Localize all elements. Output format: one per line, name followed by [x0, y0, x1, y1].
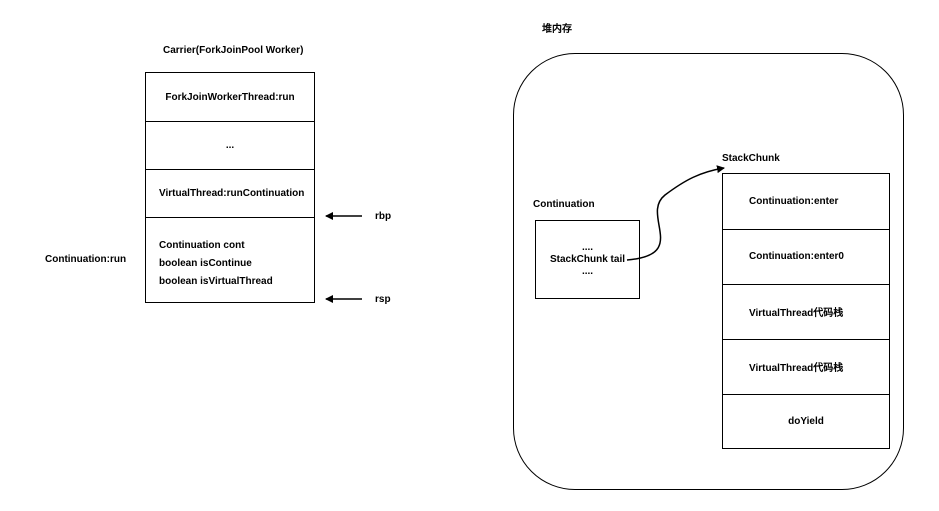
carrier-title: Carrier(ForkJoinPool Worker)	[163, 45, 304, 56]
stackchunk-frame-label: VirtualThread代码栈	[749, 308, 844, 319]
carrier-stack: ForkJoinWorkerThread:run ... VirtualThre…	[145, 72, 315, 303]
stackchunk-frame: VirtualThread代码栈	[723, 339, 889, 395]
stackchunk: Continuation:enter Continuation:enter0 V…	[722, 173, 890, 449]
stack-frame: ...	[146, 121, 314, 170]
continuation-object: .... StackChunk tail ....	[535, 220, 640, 299]
rbp-label: rbp	[375, 211, 392, 222]
stackchunk-label: StackChunk	[722, 153, 780, 164]
stack-frame-label: VirtualThread:runContinuation	[159, 187, 305, 199]
heap-title: 堆内存	[542, 24, 572, 35]
stackchunk-frame-label: Continuation:enter	[749, 196, 839, 207]
stackchunk-frame-label: Continuation:enter0	[749, 251, 844, 262]
stackchunk-frame: VirtualThread代码栈	[723, 284, 889, 340]
continuation-field-ellipsis-top: ....	[581, 241, 594, 253]
frame-local-isvirtualthread: boolean isVirtualThread	[159, 276, 273, 287]
stackchunk-frame-label: doYield	[788, 416, 824, 427]
stack-frame: VirtualThread:runContinuation	[146, 169, 314, 218]
continuation-field-tail: StackChunk tail	[549, 253, 626, 265]
frame-local-iscontinue: boolean isContinue	[159, 258, 252, 269]
stack-frame-label: ForkJoinWorkerThread:run	[165, 91, 295, 103]
frame-local-cont: Continuation cont	[159, 240, 245, 251]
continuation-run-label: Continuation:run	[45, 254, 127, 265]
continuation-object-label: Continuation	[533, 199, 595, 210]
stackchunk-frame: Continuation:enter0	[723, 229, 889, 285]
stackchunk-frame-label: VirtualThread代码栈	[749, 363, 844, 374]
stack-frame-label: ...	[225, 139, 235, 151]
stack-frame: ForkJoinWorkerThread:run	[146, 73, 314, 122]
tail-pointer-arrow	[626, 165, 725, 261]
heap-region	[513, 53, 904, 490]
continuation-run-frame: Continuation cont boolean isContinue boo…	[146, 217, 314, 303]
continuation-field-ellipsis-bottom: ....	[581, 265, 594, 277]
rsp-label: rsp	[375, 294, 391, 305]
stackchunk-frame: Continuation:enter	[723, 174, 889, 230]
stackchunk-frame: doYield	[723, 394, 889, 449]
